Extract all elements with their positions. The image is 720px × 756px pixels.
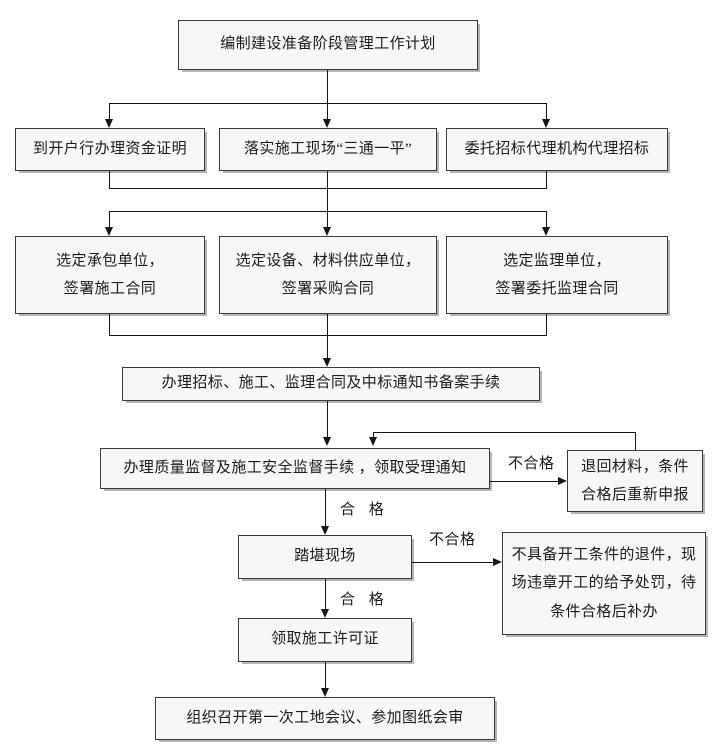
edge-label-pass-survey: 合 格 bbox=[340, 592, 389, 608]
node-return-material-line2: 合格后重新申报 bbox=[581, 487, 689, 503]
connector-quality-pass-down bbox=[325, 489, 326, 529]
arrowhead-to-penalty bbox=[493, 558, 502, 566]
arrowhead-to-filing bbox=[323, 358, 331, 367]
arrowhead-to-return-material bbox=[558, 477, 567, 485]
connector-supervisor-down bbox=[546, 314, 547, 335]
arrowhead-to-supervisor bbox=[542, 227, 550, 236]
node-return-material-line1: 退回材料，条件 bbox=[581, 458, 689, 475]
edge-label-fail-survey: 不合格 bbox=[429, 532, 476, 548]
connector-row3-gather-bar bbox=[109, 335, 547, 336]
node-plan-label: 编制建设准备阶段管理工作计划 bbox=[220, 36, 436, 53]
node-supervisor[interactable]: 选定监理单位， 签署委托监理合同 bbox=[446, 236, 668, 314]
node-quality-safety[interactable]: 办理质量监督及施工安全监督手续 ，领取受理通知 bbox=[100, 448, 490, 489]
node-return-material[interactable]: 退回材料，条件 合格后重新申报 bbox=[567, 450, 703, 512]
node-supplier-line2: 签署采购合同 bbox=[281, 281, 375, 297]
arrowhead-to-first-meeting bbox=[321, 688, 329, 697]
node-site-survey-label: 踏堪现场 bbox=[294, 548, 356, 565]
connector-permit-down bbox=[325, 662, 326, 691]
connector-row1-mid-drop bbox=[327, 103, 328, 121]
node-first-meeting[interactable]: 组织召开第一次工地会议、参加图纸会审 bbox=[155, 697, 495, 740]
edge-label-fail-quality: 不合格 bbox=[508, 456, 555, 472]
node-fund-cert-label: 到开户行办理资金证明 bbox=[32, 140, 187, 157]
arrowhead-to-site-survey bbox=[321, 526, 329, 535]
node-site-prep[interactable]: 落实施工现场“三通一平” bbox=[219, 128, 437, 171]
connector-survey-pass-down bbox=[325, 579, 326, 611]
node-supplier-line1: 选定设备、材料供应单位， bbox=[235, 252, 421, 269]
node-penalty-line1: 不具备开工条件的退件，现 bbox=[511, 546, 697, 563]
connector-row3-left-drop bbox=[109, 211, 110, 229]
connector-bidding-agent-down bbox=[546, 171, 547, 188]
node-supplier[interactable]: 选定设备、材料供应单位， 签署采购合同 bbox=[219, 236, 437, 314]
node-penalty-line2: 场违章开工的给予处罚，待 bbox=[511, 575, 697, 592]
arrowhead-to-fund-cert bbox=[105, 119, 113, 128]
connector-quality-fail-branch bbox=[490, 481, 563, 482]
connector-contractor-down bbox=[109, 314, 110, 335]
connector-row1-left-drop bbox=[109, 103, 110, 121]
connector-filing-down bbox=[327, 401, 328, 439]
node-permit[interactable]: 领取施工许可证 bbox=[238, 618, 412, 662]
arrowhead-feedback-to-quality-safety bbox=[369, 437, 377, 446]
node-bidding-agent-label: 委托招标代理机构代理招标 bbox=[464, 140, 650, 157]
arrowhead-to-contractor bbox=[105, 227, 113, 236]
connector-return-feedback-down bbox=[373, 432, 374, 439]
node-permit-label: 领取施工许可证 bbox=[271, 631, 379, 648]
connector-row3-distribute-bar bbox=[109, 211, 547, 212]
node-penalty-line3: 条件合格后补办 bbox=[550, 603, 658, 620]
arrowhead-to-permit bbox=[321, 609, 329, 618]
connector-fund-cert-down bbox=[109, 171, 110, 188]
connector-site-prep-through bbox=[327, 171, 328, 230]
node-penalty[interactable]: 不具备开工条件的退件，现 场违章开工的给予处罚，待 条件合格后补办 bbox=[502, 532, 706, 635]
node-first-meeting-label: 组织召开第一次工地会议、参加图纸会审 bbox=[186, 709, 464, 726]
connector-return-feedback-up bbox=[635, 432, 636, 451]
node-site-prep-label: 落实施工现场“三通一平” bbox=[243, 140, 413, 157]
arrowhead-to-bidding-agent bbox=[542, 119, 550, 128]
connector-plan-down bbox=[327, 70, 328, 103]
node-quality-safety-label: 办理质量监督及施工安全监督手续 ，领取受理通知 bbox=[123, 459, 467, 476]
connector-row2-gather-bar bbox=[109, 188, 547, 189]
node-plan[interactable]: 编制建设准备阶段管理工作计划 bbox=[178, 20, 478, 70]
node-contractor-line2: 签署施工合同 bbox=[63, 281, 157, 297]
connector-row3-right-drop bbox=[546, 211, 547, 229]
node-contractor[interactable]: 选定承包单位， 签署施工合同 bbox=[15, 236, 205, 314]
connector-survey-fail-branch bbox=[412, 562, 498, 563]
arrowhead-to-quality-safety bbox=[323, 437, 331, 446]
edge-label-pass-quality: 合 格 bbox=[340, 502, 389, 518]
node-filing[interactable]: 办理招标、施工、监理合同及中标通知书备案手续 bbox=[122, 367, 540, 401]
node-contractor-line1: 选定承包单位， bbox=[56, 252, 164, 269]
connector-row1-right-drop bbox=[546, 103, 547, 121]
node-fund-cert[interactable]: 到开户行办理资金证明 bbox=[15, 128, 205, 171]
arrowhead-to-site-prep bbox=[323, 119, 331, 128]
node-supervisor-line2: 签署委托监理合同 bbox=[495, 281, 619, 297]
node-site-survey[interactable]: 踏堪现场 bbox=[238, 535, 412, 579]
connector-return-feedback-across bbox=[373, 432, 636, 433]
node-bidding-agent[interactable]: 委托招标代理机构代理招标 bbox=[446, 128, 668, 171]
connector-supplier-to-filing bbox=[327, 314, 328, 362]
arrowhead-to-supplier bbox=[323, 227, 331, 236]
node-filing-label: 办理招标、施工、监理合同及中标通知书备案手续 bbox=[161, 375, 501, 392]
node-supervisor-line1: 选定监理单位， bbox=[503, 252, 611, 269]
